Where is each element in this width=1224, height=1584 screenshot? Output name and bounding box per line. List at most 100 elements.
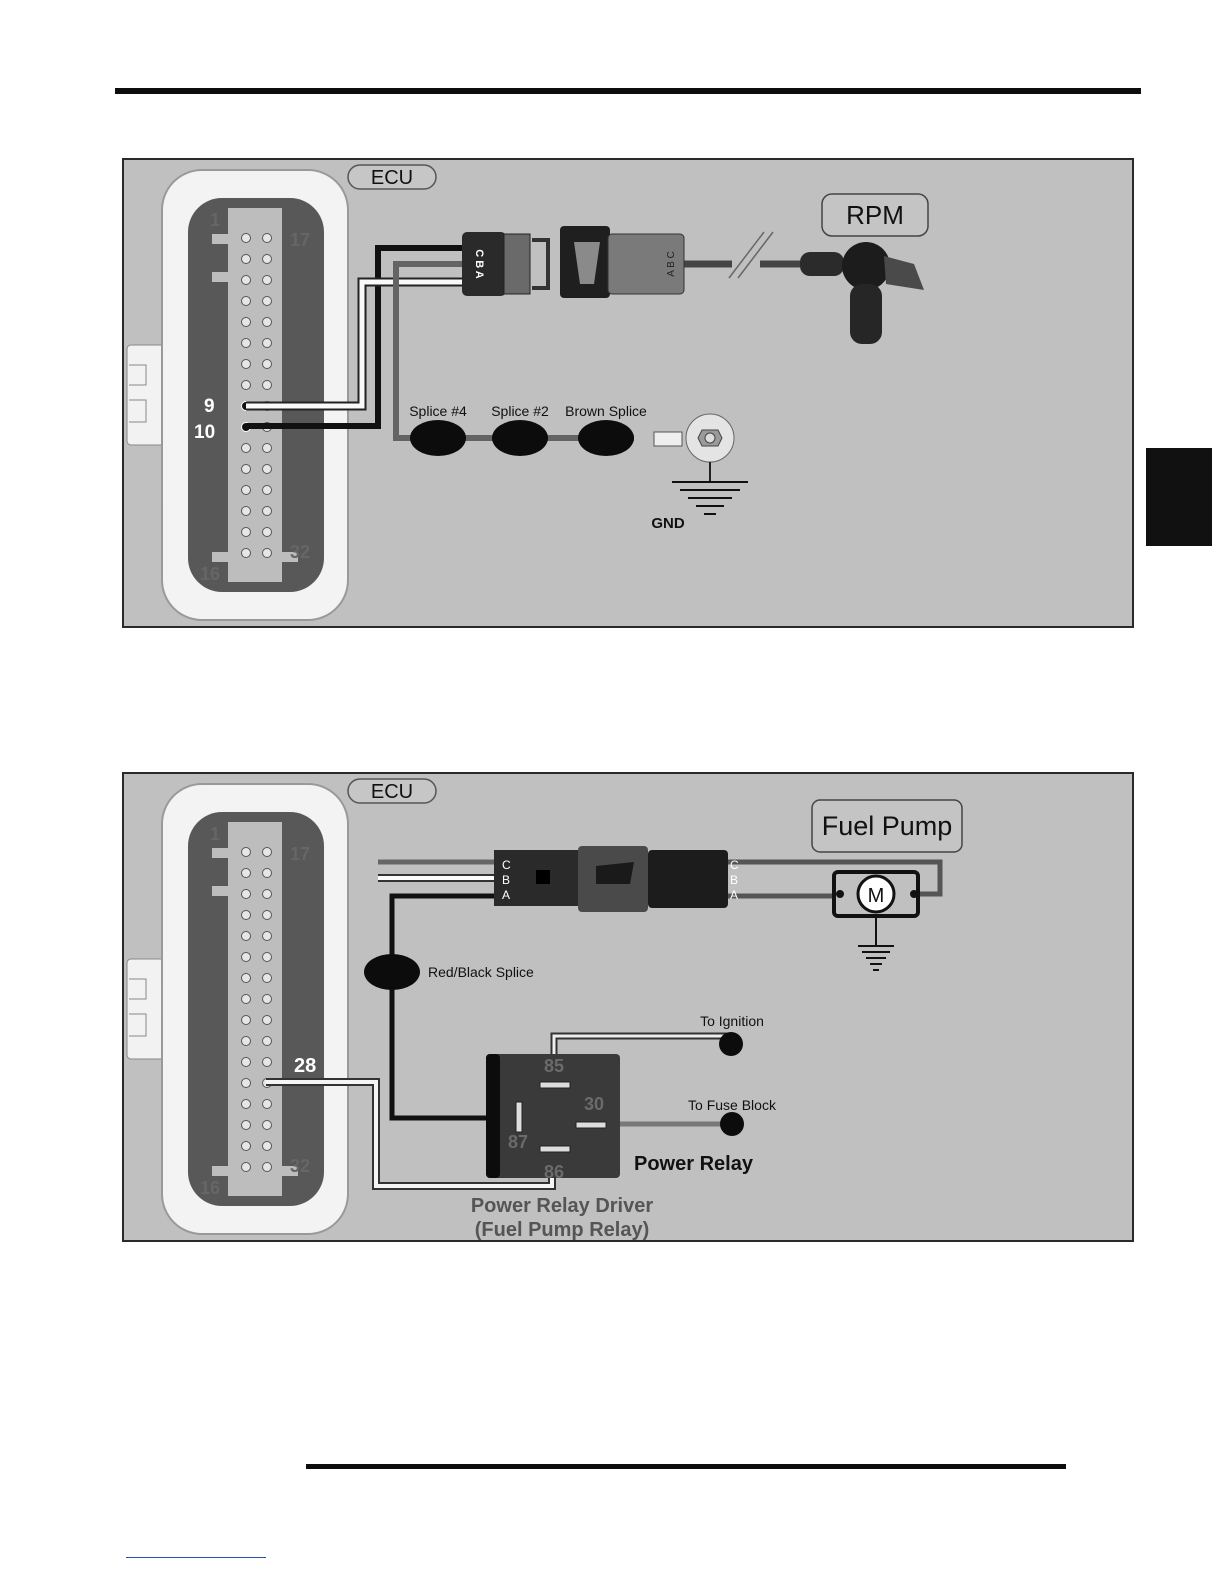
fuse-label: To Fuse Block bbox=[688, 1097, 777, 1113]
ecu-pin bbox=[242, 318, 251, 327]
ecu-label-pill: ECU bbox=[348, 165, 436, 189]
wire-connector: C B A A B C bbox=[462, 226, 684, 298]
ecu-pin bbox=[263, 465, 272, 474]
ground-symbol bbox=[672, 482, 748, 514]
ecu-pin bbox=[263, 1016, 272, 1025]
ecu-pin bbox=[263, 1142, 272, 1151]
ecu-pin bbox=[263, 549, 272, 558]
rpm-sensor-diagram: ECU 1 17 16 32 9 10 C B A A B C RPM bbox=[122, 158, 1134, 628]
ecu-pin bbox=[242, 1142, 251, 1151]
red-black-splice: Red/Black Splice bbox=[364, 954, 534, 990]
ecu-pin bbox=[263, 1037, 272, 1046]
ecu-pin bbox=[242, 848, 251, 857]
connector-left-c: C bbox=[502, 858, 511, 872]
ecu-connector bbox=[127, 784, 348, 1234]
ecu-pin bbox=[263, 974, 272, 983]
pin-17-label: 17 bbox=[290, 844, 310, 864]
fuel-pump-label: Fuel Pump bbox=[822, 811, 953, 841]
brown-splice-label: Brown Splice bbox=[565, 403, 647, 419]
section-tab bbox=[1146, 448, 1212, 546]
ground-symbol bbox=[858, 946, 894, 970]
relay-pin-85: 85 bbox=[544, 1056, 564, 1076]
ecu-pin bbox=[242, 528, 251, 537]
fuel-pump-diagram: ECU 1 17 16 32 28 C B A C B A Fuel Pump bbox=[122, 772, 1134, 1242]
ignition-label: To Ignition bbox=[700, 1013, 764, 1029]
ecu-pin bbox=[263, 848, 272, 857]
ecu-pin bbox=[242, 869, 251, 878]
pin-16-label: 16 bbox=[200, 1178, 220, 1198]
ecu-pin bbox=[242, 255, 251, 264]
splice-4-label: Splice #4 bbox=[409, 403, 467, 419]
connector-left-a: A bbox=[502, 888, 510, 902]
ecu-pin bbox=[263, 318, 272, 327]
ecu-pin bbox=[242, 995, 251, 1004]
ecu-pin bbox=[263, 381, 272, 390]
driver-label-line1: Power Relay Driver bbox=[471, 1195, 654, 1217]
fuse-terminal: To Fuse Block bbox=[688, 1097, 777, 1136]
header-rule bbox=[115, 88, 1141, 94]
ecu-label: ECU bbox=[371, 781, 413, 803]
pin-16-label: 16 bbox=[200, 564, 220, 584]
ecu-pin bbox=[242, 507, 251, 516]
ecu-pin bbox=[242, 932, 251, 941]
ecu-pin bbox=[263, 297, 272, 306]
ecu-pin bbox=[263, 953, 272, 962]
gnd-label: GND bbox=[651, 515, 685, 532]
ecu-pin bbox=[263, 932, 272, 941]
ground-terminal bbox=[654, 414, 734, 482]
ecu-pin bbox=[242, 1037, 251, 1046]
connector-right-a: A bbox=[730, 888, 738, 902]
ecu-pin bbox=[242, 1163, 251, 1172]
ecu-pin bbox=[242, 1100, 251, 1109]
ecu-pin bbox=[263, 869, 272, 878]
ecu-pin bbox=[242, 974, 251, 983]
connector-right-c: C bbox=[730, 858, 739, 872]
pin-17-label: 17 bbox=[290, 230, 310, 250]
ecu-label: ECU bbox=[371, 167, 413, 189]
wire-connector: C B A C B A bbox=[494, 846, 739, 912]
ecu-pin bbox=[242, 911, 251, 920]
footer-link-underline[interactable] bbox=[126, 1557, 266, 1558]
splice-2-label: Splice #2 bbox=[491, 403, 549, 419]
ecu-pin bbox=[263, 911, 272, 920]
ecu-pin bbox=[263, 890, 272, 899]
ecu-pin bbox=[263, 1100, 272, 1109]
ecu-label-pill: ECU bbox=[348, 779, 436, 803]
ecu-pin bbox=[242, 276, 251, 285]
ecu-pin bbox=[263, 528, 272, 537]
ecu-pin bbox=[242, 444, 251, 453]
ecu-pin bbox=[242, 339, 251, 348]
ecu-pin bbox=[263, 1058, 272, 1067]
ecu-pin bbox=[242, 1121, 251, 1130]
ecu-pin bbox=[242, 1016, 251, 1025]
ecu-pin bbox=[242, 486, 251, 495]
driver-label-line2: (Fuel Pump Relay) bbox=[475, 1219, 649, 1241]
motor-symbol: M bbox=[868, 885, 885, 907]
ecu-pin bbox=[263, 255, 272, 264]
ecu-pin bbox=[242, 297, 251, 306]
connector-right-letters: A B C bbox=[666, 251, 677, 277]
ecu-pin bbox=[242, 890, 251, 899]
power-relay: 85 30 87 86 bbox=[486, 1054, 620, 1182]
ecu-pin bbox=[242, 381, 251, 390]
pin-28-label: 28 bbox=[294, 1055, 316, 1077]
ecu-pin bbox=[242, 360, 251, 369]
relay-pin-87: 87 bbox=[508, 1132, 528, 1152]
splice-2: Splice #2 bbox=[491, 403, 549, 456]
pin-9-label: 9 bbox=[204, 396, 215, 417]
ecu-pin bbox=[263, 1121, 272, 1130]
ecu-pin bbox=[263, 1163, 272, 1172]
ecu-pin bbox=[263, 276, 272, 285]
ecu-pin bbox=[242, 953, 251, 962]
ecu-pin bbox=[242, 234, 251, 243]
relay-pin-86: 86 bbox=[544, 1162, 564, 1182]
red-black-splice-label: Red/Black Splice bbox=[428, 964, 534, 980]
ecu-pin bbox=[242, 1079, 251, 1088]
ecu-pin bbox=[263, 360, 272, 369]
connector-right-b: B bbox=[730, 873, 738, 887]
pin-1-label: 1 bbox=[210, 210, 220, 230]
rpm-label: RPM bbox=[846, 200, 904, 230]
relay-pin-30: 30 bbox=[584, 1094, 604, 1114]
ecu-pin bbox=[263, 444, 272, 453]
ecu-pin bbox=[263, 507, 272, 516]
